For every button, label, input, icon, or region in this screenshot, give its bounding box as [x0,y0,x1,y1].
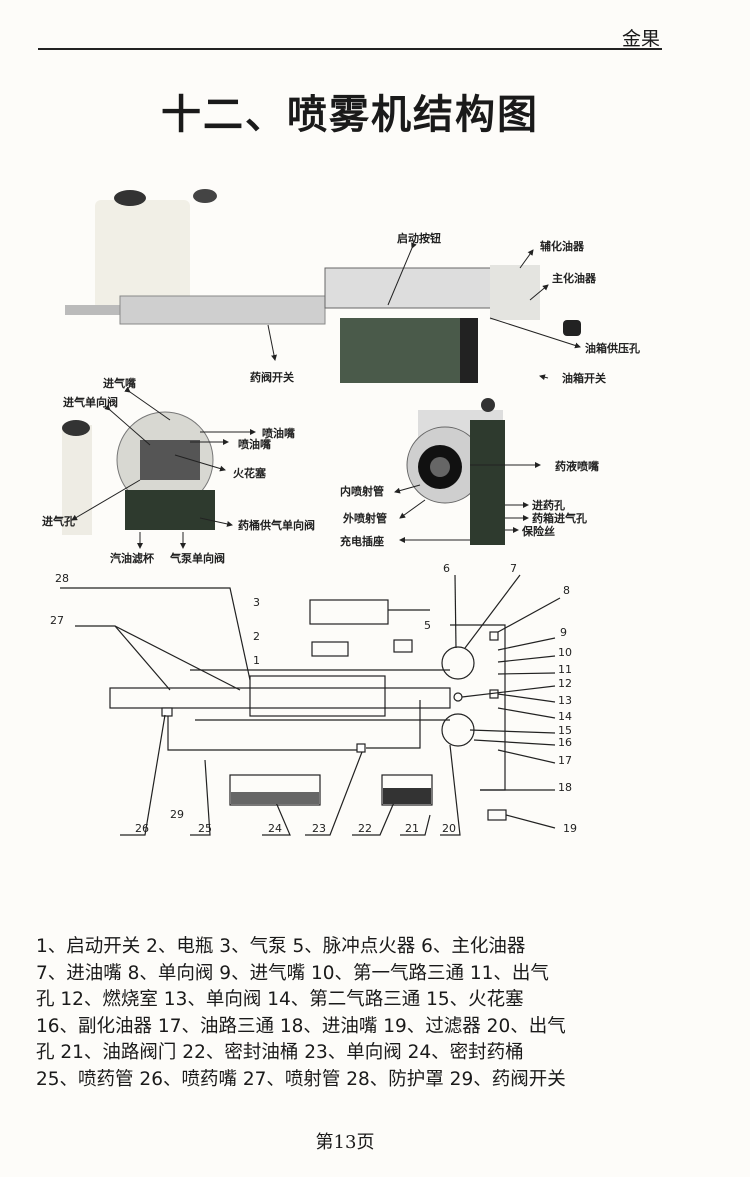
svg-text:主化油器: 主化油器 [552,271,597,285]
svg-text:10: 10 [558,646,572,659]
svg-text:药桶供气单向阀: 药桶供气单向阀 [238,518,315,532]
svg-text:21: 21 [405,822,419,835]
nozzle-photo [406,398,505,545]
svg-text:5: 5 [424,619,431,632]
svg-text:启动按钮: 启动按钮 [397,231,441,245]
svg-text:14: 14 [558,710,572,723]
svg-text:汽油滤杯: 汽油滤杯 [110,551,155,565]
svg-text:12: 12 [558,677,572,690]
engine-photo [62,411,215,535]
svg-text:9: 9 [560,626,567,639]
svg-text:22: 22 [358,822,372,835]
svg-text:2: 2 [253,630,260,643]
svg-text:25: 25 [198,822,212,835]
parts-legend: 1、启动开关 2、电瓶 3、气泵 5、脉冲点火器 6、主化油器 7、进油嘴 8、单… [36,934,696,1093]
svg-text:火花塞: 火花塞 [233,466,267,480]
svg-text:药箱进气孔: 药箱进气孔 [532,511,587,525]
svg-text:26: 26 [135,822,149,835]
svg-text:7: 7 [510,562,517,575]
svg-text:进气孔: 进气孔 [42,514,75,528]
svg-text:11: 11 [558,663,572,676]
svg-text:油箱供压孔: 油箱供压孔 [585,341,640,355]
svg-text:喷油嘴: 喷油嘴 [238,437,271,451]
svg-text:充电插座: 充电插座 [340,534,384,548]
svg-text:3: 3 [253,596,260,609]
page-number: 第13页 [315,1132,375,1153]
svg-text:8: 8 [563,584,570,597]
svg-text:19: 19 [563,822,577,835]
svg-text:18: 18 [558,781,572,794]
svg-text:进气嘴: 进气嘴 [103,376,136,390]
sprayer-photo [65,189,581,383]
svg-text:23: 23 [312,822,326,835]
photo-callouts: 启动按钮 辅化油器 主化油器 油箱供压孔 药阀开关 油箱开关 进气嘴 进气单向阀… [42,231,640,565]
header-rule [38,48,662,50]
svg-text:15: 15 [558,724,572,737]
svg-text:6: 6 [443,562,450,575]
svg-text:内喷射管: 内喷射管 [340,484,384,498]
svg-text:29: 29 [170,808,184,821]
svg-text:气泵单向阀: 气泵单向阀 [169,551,225,565]
legend-line: 孔 21、油路阀门 22、密封油桶 23、单向阀 24、密封药桶 [36,1042,524,1063]
svg-text:1: 1 [253,654,260,667]
svg-text:进药孔: 进药孔 [532,498,565,512]
legend-line: 孔 12、燃烧室 13、单向阀 14、第二气路三通 15、火花塞 [36,989,524,1010]
svg-text:保险丝: 保险丝 [521,524,555,538]
schematic-diagram [60,574,561,836]
svg-text:油箱开关: 油箱开关 [562,371,606,385]
legend-line: 7、进油嘴 8、单向阀 9、进气嘴 10、第一气路三通 11、出气 [36,962,549,984]
schematic-numbers: 3 2 1 5 6 7 8 9 10 11 12 13 14 15 16 17 … [50,562,577,835]
svg-text:20: 20 [442,822,456,835]
svg-text:17: 17 [558,754,572,767]
legend-line: 25、喷药管 26、喷药嘴 27、喷射管 28、防护罩 29、药阀开关 [36,1068,566,1090]
svg-text:27: 27 [50,614,64,627]
svg-text:喷油嘴: 喷油嘴 [262,426,295,440]
svg-text:进气单向阀: 进气单向阀 [63,395,118,409]
header-brand: 金果 [621,28,660,50]
svg-text:24: 24 [268,822,282,835]
svg-text:13: 13 [558,694,572,707]
svg-text:外喷射管: 外喷射管 [342,511,387,525]
page-title: 十二、喷雾机结构图 [161,91,539,138]
legend-line: 1、启动开关 2、电瓶 3、气泵 5、脉冲点火器 6、主化油器 [36,936,526,957]
svg-text:药阀开关: 药阀开关 [250,370,294,384]
svg-text:药液喷嘴: 药液喷嘴 [555,459,599,473]
legend-line: 16、副化油器 17、油路三通 18、进油嘴 19、过滤器 20、出气 [36,1015,566,1037]
svg-text:辅化油器: 辅化油器 [540,239,585,253]
svg-text:16: 16 [558,736,572,749]
svg-text:28: 28 [55,572,69,585]
